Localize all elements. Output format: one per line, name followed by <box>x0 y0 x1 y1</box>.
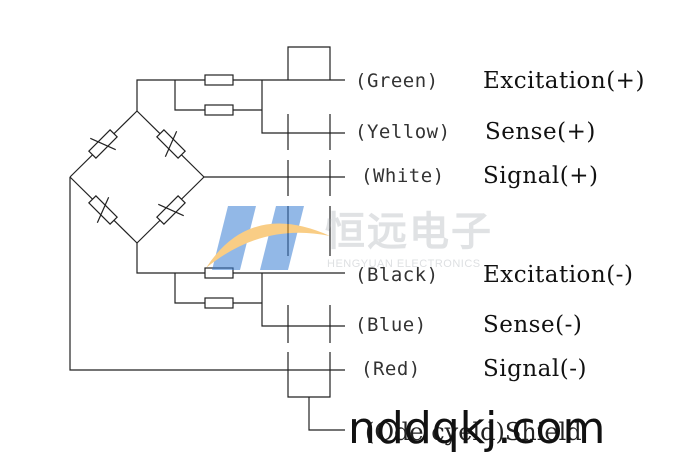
signal-label-excitation-minus: Excitation(-) <box>483 262 633 288</box>
signal-label-sense-plus: Sense(+) <box>485 119 596 145</box>
wire-color-labels: (Green) (Yellow) (White) (Black) (Blue) … <box>355 70 451 380</box>
site-watermark: nddqkj.com <box>348 403 605 454</box>
wire-label-black: (Black) <box>355 264 439 286</box>
bottom-compensation-network <box>136 243 345 327</box>
strain-gauge-bottom-right <box>156 195 186 225</box>
wire-label-red: (Red) <box>361 358 421 380</box>
top-compensation-network <box>136 74 345 134</box>
compensation-resistor-1 <box>204 74 234 86</box>
shield-label: (Ode cyeld)Shield <box>365 418 582 446</box>
signal-function-labels: Excitation(+) Sense(+) Signal(+) Excitat… <box>483 68 645 382</box>
wire-label-white: (White) <box>361 165 445 187</box>
logo-orange-swoosh <box>206 223 330 268</box>
brand-watermark: 恒远电子 HENGYUAN ELECTRONICS <box>206 206 493 270</box>
signal-label-sense-minus: Sense(-) <box>483 312 582 338</box>
strain-gauge-bottom-left <box>88 195 118 225</box>
brand-english-name: HENGYUAN ELECTRONICS <box>327 258 481 270</box>
wire-label-green: (Green) <box>355 70 439 92</box>
compensation-resistor-2 <box>204 104 234 116</box>
signal-label-signal-plus: Signal(+) <box>483 163 598 189</box>
shield-wire <box>308 397 345 431</box>
wheatstone-bridge <box>69 110 205 244</box>
signal-label-excitation-plus: Excitation(+) <box>483 68 645 94</box>
brand-chinese-name: 恒远电子 <box>325 209 493 255</box>
strain-gauge-top-right <box>156 129 186 159</box>
compensation-resistor-4 <box>204 297 234 309</box>
signal-label-signal-minus: Signal(-) <box>483 356 587 382</box>
logo-blue-bar-right <box>260 206 304 270</box>
wire-label-yellow: (Yellow) <box>355 121 451 143</box>
strain-gauge-top-left <box>88 129 118 159</box>
signal-minus-wire <box>69 177 345 371</box>
wire-label-blue: (Blue) <box>355 314 427 336</box>
